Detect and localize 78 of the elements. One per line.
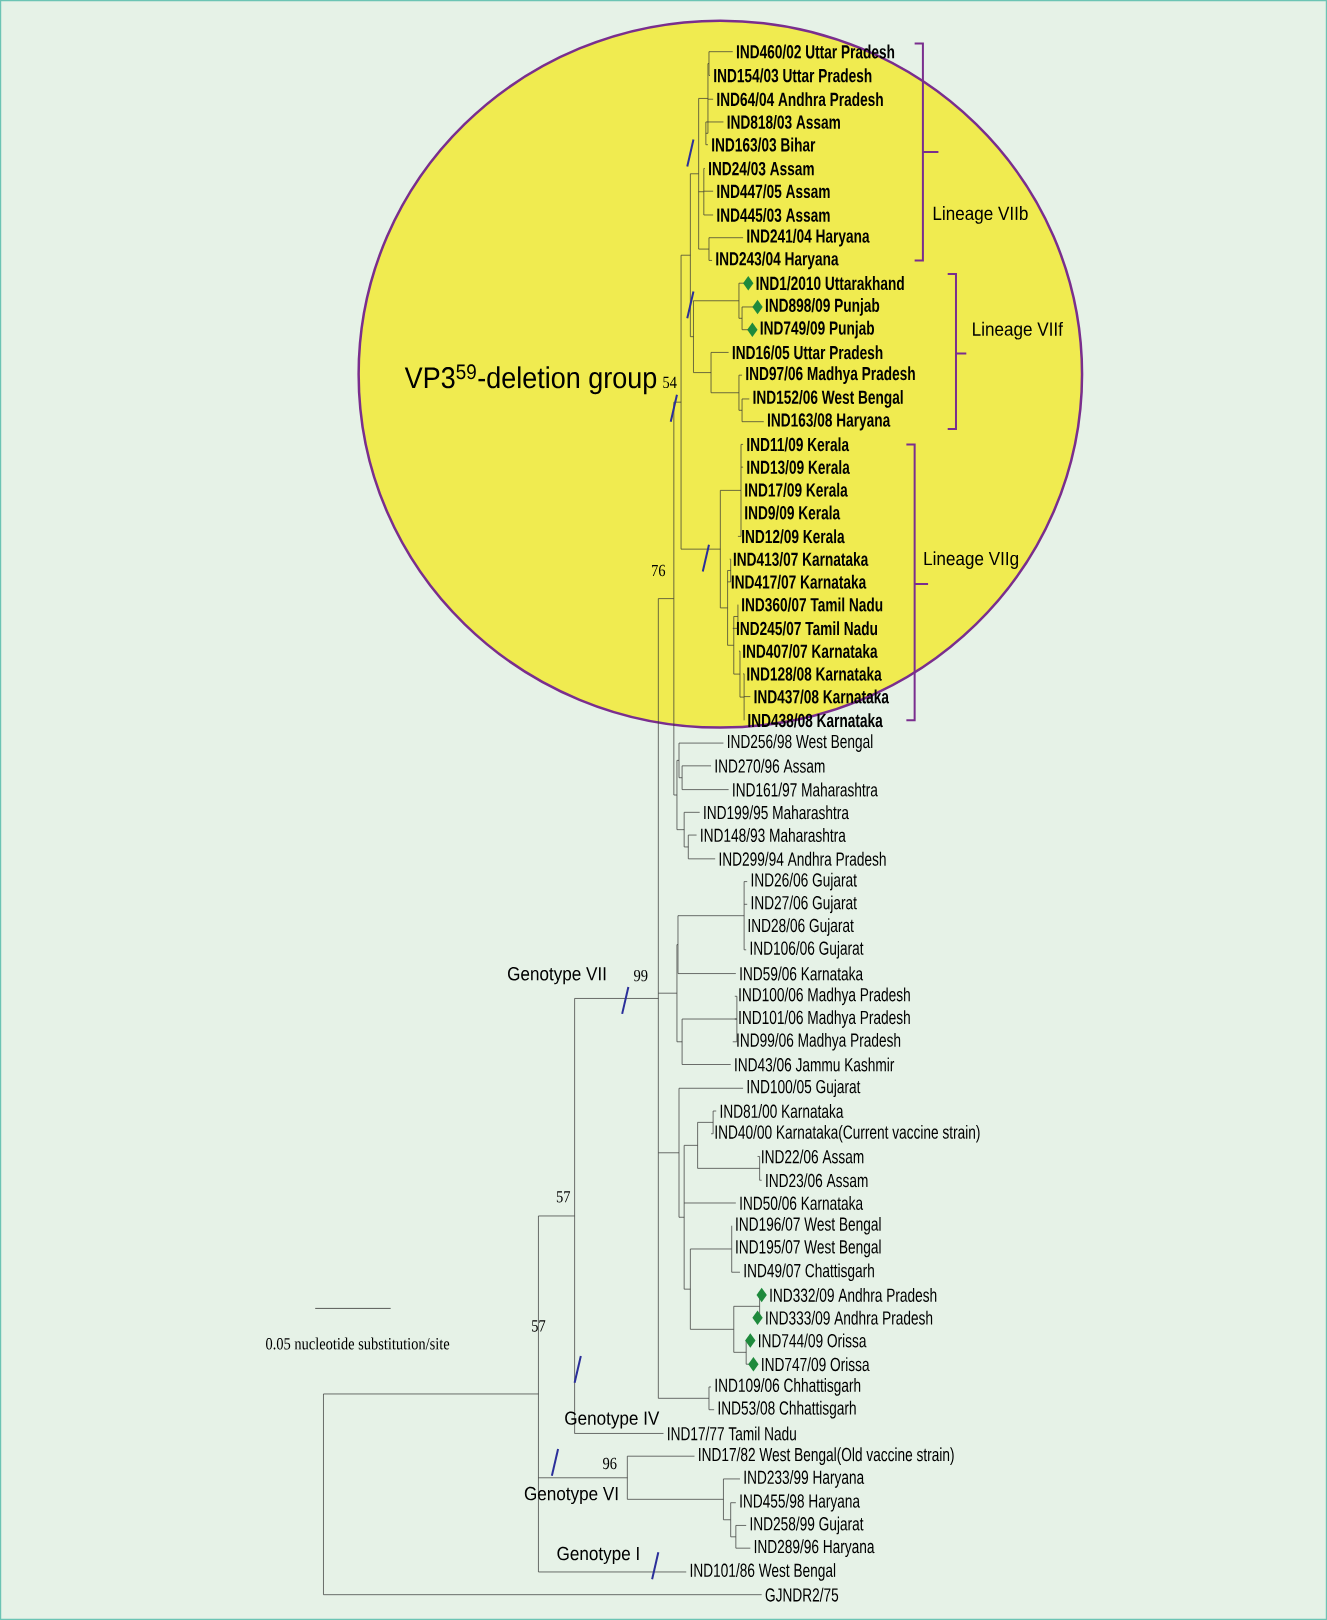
taxon-label: IND22/06 Assam bbox=[762, 1149, 864, 1164]
taxon-label: IND360/07 Tamil Nadu bbox=[742, 597, 883, 612]
bootstrap-value: 54 bbox=[663, 376, 677, 389]
taxon-label: IND28/06 Gujarat bbox=[748, 918, 854, 936]
taxon-label: IND152/06 West Bengal bbox=[753, 390, 903, 408]
taxon-label: IND16/05 Uttar Pradesh bbox=[732, 345, 883, 360]
taxon-label: IND245/07 Tamil Nadu bbox=[736, 621, 878, 636]
taxon-label: IND23/06 Assam bbox=[766, 1173, 868, 1188]
taxon-label: IND1/2010 Uttarakhand bbox=[756, 276, 904, 291]
taxon-label: IND17/82 West Bengal(Old vaccine strain) bbox=[699, 1447, 954, 1466]
taxon-label: IND148/93 Maharashtra bbox=[701, 828, 846, 843]
lineage-label: Lineage VIIb bbox=[933, 206, 1028, 224]
taxon-label: IND195/07 West Bengal bbox=[736, 1239, 881, 1258]
taxon-label: IND447/05 Assam bbox=[717, 184, 830, 199]
taxon-label: IND289/96 Haryana bbox=[754, 1539, 875, 1558]
taxon-label: IND270/96 Assam bbox=[715, 758, 825, 773]
taxon-label: IND299/94 Andhra Pradesh bbox=[719, 851, 886, 866]
taxon-label: IND898/09 Punjab bbox=[765, 298, 880, 316]
taxon-label: IND49/07 Chattisgarh bbox=[744, 1263, 874, 1282]
taxon-label: IND50/06 Karnataka bbox=[740, 1196, 864, 1210]
scale-label: 0.05 nucleotide substitution/site bbox=[266, 1337, 450, 1350]
taxon-label: IND333/09 Andhra Pradesh bbox=[766, 1310, 933, 1325]
taxon-label: IND12/09 Kerala bbox=[742, 529, 845, 544]
taxon-label: IND100/05 Gujarat bbox=[747, 1079, 861, 1098]
taxon-label: IND199/95 Maharashtra bbox=[704, 805, 849, 820]
clade-label: Genotype I bbox=[557, 1546, 639, 1564]
taxon-label: IND128/08 Karnataka bbox=[747, 666, 882, 681]
taxon-label: IND747/09 Orissa bbox=[762, 1357, 870, 1372]
taxon-label: GJNDR2/75 bbox=[765, 1587, 839, 1602]
taxon-label: IND106/06 Gujarat bbox=[750, 940, 864, 959]
clade-label: Genotype VI bbox=[524, 1486, 618, 1505]
taxon-label: IND417/07 Karnataka bbox=[731, 574, 867, 589]
clade-label: Genotype IV bbox=[565, 1411, 660, 1429]
taxon-label: IND17/77 Tamil Nadu bbox=[668, 1426, 796, 1441]
taxon-label: IND9/09 Kerala bbox=[745, 505, 841, 520]
taxon-label: IND26/06 Gujarat bbox=[751, 872, 857, 891]
clade-label: Genotype VII bbox=[508, 967, 606, 985]
taxon-label: IND101/06 Madhya Pradesh bbox=[739, 1010, 910, 1028]
bootstrap-value: 99 bbox=[634, 969, 648, 982]
taxon-label: IND109/06 Chhattisgarh bbox=[715, 1378, 861, 1396]
lineage-label: Lineage VIIf bbox=[973, 321, 1063, 340]
taxon-label: IND101/86 West Bengal bbox=[690, 1563, 836, 1581]
bootstrap-value: 96 bbox=[603, 1457, 617, 1470]
taxon-label: IND196/07 West Bengal bbox=[736, 1216, 881, 1235]
taxon-label: IND407/07 Karnataka bbox=[743, 644, 878, 659]
taxon-label: IND332/09 Andhra Pradesh bbox=[770, 1288, 937, 1302]
taxon-label: IND749/09 Punjab bbox=[760, 320, 875, 339]
taxon-label: IND818/03 Assam bbox=[727, 114, 840, 130]
taxon-label: IND241/04 Haryana bbox=[747, 228, 870, 247]
taxon-label: IND413/07 Karnataka bbox=[733, 552, 869, 567]
taxon-label: IND99/06 Madhya Pradesh bbox=[737, 1032, 901, 1051]
bootstrap-value: 57 bbox=[532, 1320, 546, 1332]
taxon-label: IND100/06 Madhya Pradesh bbox=[739, 987, 910, 1006]
taxon-label: IND43/06 Jammu Kashmir bbox=[735, 1057, 895, 1072]
taxon-label: IND233/99 Haryana bbox=[744, 1470, 865, 1488]
taxon-label: IND243/04 Haryana bbox=[716, 251, 839, 270]
taxon-label: IND40/00 Karnataka(Current vaccine strain) bbox=[715, 1124, 980, 1143]
bootstrap-value: 76 bbox=[652, 564, 666, 577]
taxon-label: IND455/98 Haryana bbox=[740, 1493, 860, 1512]
taxon-label: IND24/03 Assam bbox=[709, 161, 814, 176]
bootstrap-value: 57 bbox=[556, 1191, 571, 1203]
taxon-label: IND53/08 Chhattisgarh bbox=[718, 1400, 856, 1419]
taxon-label: IND27/06 Gujarat bbox=[751, 895, 857, 914]
taxon-label: IND59/06 Karnataka bbox=[740, 966, 864, 981]
taxon-label: IND445/03 Assam bbox=[717, 207, 830, 223]
taxon-label: IND64/04 Andhra Pradesh bbox=[717, 92, 883, 107]
taxon-label: IND161/97 Maharashtra bbox=[733, 782, 878, 797]
taxon-label: IND13/09 Kerala bbox=[747, 460, 850, 475]
taxon-label: IND163/03 Bihar bbox=[712, 137, 816, 152]
taxon-label: IND81/00 Karnataka bbox=[720, 1104, 844, 1118]
taxon-label: IND744/09 Orissa bbox=[759, 1333, 867, 1348]
taxon-label: IND11/09 Kerala bbox=[747, 437, 850, 452]
taxon-label: IND163/08 Haryana bbox=[767, 412, 891, 431]
taxon-label: IND154/03 Uttar Pradesh bbox=[714, 68, 872, 83]
taxon-label: IND17/09 Kerala bbox=[745, 482, 848, 497]
taxon-label: IND97/06 Madhya Pradesh bbox=[746, 366, 915, 384]
lineage-label: Lineage VIIg bbox=[924, 551, 1018, 569]
taxon-label: IND258/99 Gujarat bbox=[750, 1516, 864, 1535]
